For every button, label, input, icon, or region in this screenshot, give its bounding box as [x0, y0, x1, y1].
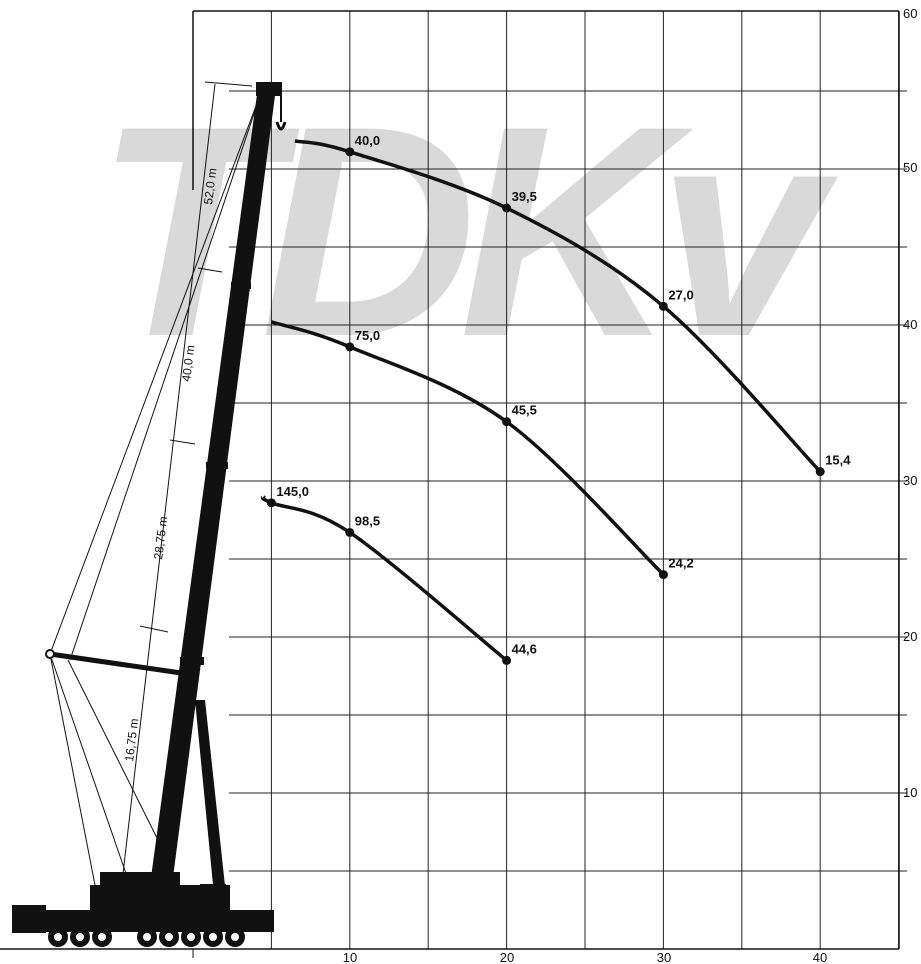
- load-point: [345, 342, 355, 352]
- boom-collar: [206, 462, 228, 469]
- watermark-logo: TDKv: [95, 63, 840, 399]
- load-label: 24,2: [668, 556, 693, 571]
- load-label: 145,0: [276, 484, 309, 499]
- wheel-hub: [209, 933, 217, 941]
- carrier-wheels: [48, 927, 245, 947]
- wheel-hub: [187, 933, 195, 941]
- guy-lines: [49, 89, 263, 886]
- y-tick-label: 30: [903, 473, 917, 488]
- x-axis: 10 20 30 40: [343, 950, 827, 964]
- boom-section-label: 28,75 m: [151, 516, 170, 561]
- crane-illustration: 52,0 m 40,0 m 28,75 m 16,75 m: [12, 81, 287, 947]
- load-label: 44,6: [512, 641, 537, 656]
- x-tick-label: 20: [500, 950, 514, 964]
- load-point: [502, 417, 512, 427]
- wheel-hub: [76, 933, 84, 941]
- y-tick-label: 20: [903, 629, 917, 644]
- x-tick-label: 40: [813, 950, 827, 964]
- guy-line: [67, 659, 159, 841]
- counterweight: [100, 872, 180, 888]
- operator-cab: [200, 884, 226, 906]
- load-label: 39,5: [512, 189, 537, 204]
- mast-head: [45, 649, 55, 659]
- guy-line: [49, 89, 263, 655]
- load-point: [658, 301, 668, 311]
- boom-dimension-lines: [121, 81, 253, 883]
- dimension-tick: [204, 81, 253, 87]
- load-label: 15,4: [825, 453, 851, 468]
- load-label: 40,0: [355, 133, 380, 148]
- load-point: [266, 498, 276, 508]
- y-tick-label: 60: [903, 6, 917, 21]
- load-point: [658, 570, 668, 580]
- chart-frame: [0, 10, 900, 950]
- y-tick-label: 50: [903, 160, 917, 175]
- load-point: [345, 147, 355, 157]
- guy-line: [49, 653, 96, 886]
- guy-line: [49, 653, 131, 886]
- y-tick-label: 10: [903, 785, 917, 800]
- wheel-hub: [98, 933, 106, 941]
- load-curve: [270, 320, 665, 576]
- wheel-hub: [231, 933, 239, 941]
- dimension-tick: [197, 267, 223, 273]
- load-label: 45,5: [512, 403, 537, 418]
- driver-cab: [12, 905, 46, 933]
- load-point: [502, 203, 512, 213]
- load-curve: [260, 495, 508, 662]
- wheel-hub: [165, 933, 173, 941]
- dimension-tick: [169, 439, 196, 445]
- boom-section-label: 16,75 m: [122, 718, 141, 763]
- grid: [192, 11, 907, 958]
- carrier-frame: [12, 910, 274, 932]
- superlift-mast: [49, 651, 189, 677]
- load-point: [815, 467, 825, 477]
- x-tick-label: 10: [343, 950, 357, 964]
- boom-head: [256, 82, 282, 96]
- dimension-tick: [139, 625, 169, 633]
- wheel-hub: [54, 933, 62, 941]
- load-label: 27,0: [668, 287, 693, 302]
- wheel-hub: [143, 933, 151, 941]
- load-label: 75,0: [355, 328, 380, 343]
- boom-collar: [180, 657, 204, 665]
- luffing-cylinder: [195, 700, 226, 895]
- load-curves: 145,0 98,5 44,6 75,0 45,5 24,2 40,0 39,5 27,0 15,…: [260, 133, 851, 665]
- guy-line: [69, 89, 263, 661]
- load-point: [502, 655, 512, 665]
- crane-carrier: [12, 872, 274, 933]
- boom-section-label: 52,0 m: [201, 167, 219, 205]
- load-label: 98,5: [355, 513, 380, 528]
- x-tick-label: 30: [657, 950, 671, 964]
- hook-icon: [275, 121, 287, 131]
- dimension-line: [121, 83, 216, 883]
- y-tick-label: 40: [903, 317, 917, 332]
- y-axis: 10 20 30 40 50 60: [903, 6, 917, 800]
- load-point: [345, 527, 355, 537]
- boom-collar: [231, 282, 251, 289]
- boom-section-label: 40,0 m: [179, 344, 197, 382]
